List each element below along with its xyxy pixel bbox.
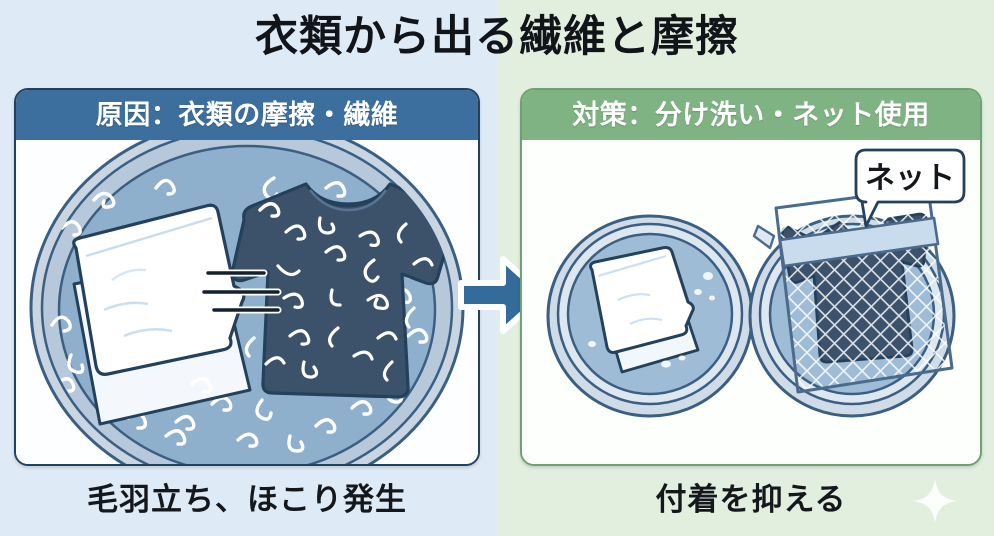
solution-panel: 対策：分け洗い・ネット使用: [520, 88, 982, 466]
net-callout: ネット: [854, 148, 966, 228]
solution-caption: 付着を抑える: [655, 482, 847, 517]
basin-with-towel-and-shirt-svg: [29, 140, 465, 464]
sparkle-decoration: [912, 478, 958, 524]
sparkle-icon: [913, 479, 957, 523]
basin-with-towel: [546, 214, 754, 418]
solution-panel-header: 対策：分け洗い・ネット使用: [522, 90, 980, 140]
friction-lines: [200, 269, 282, 314]
cause-panel: 原因：衣類の摩擦・繊維: [14, 88, 480, 466]
lint-fibers-front: [164, 202, 281, 446]
basin-with-net: [748, 186, 956, 418]
cause-caption: 毛羽立ち、ほこり発生: [87, 482, 407, 517]
net-callout-text: ネット: [865, 162, 955, 195]
white-towel-top: [72, 203, 246, 376]
cause-panel-header: 原因：衣類の摩擦・繊維: [16, 90, 478, 140]
navy-tshirt: [230, 182, 452, 399]
page-title: 衣類から出る繊維と摩擦: [255, 13, 739, 61]
cause-illustration: [16, 140, 478, 464]
solution-illustration: ネット: [522, 140, 980, 464]
two-basins-svg: ネット: [546, 148, 966, 418]
